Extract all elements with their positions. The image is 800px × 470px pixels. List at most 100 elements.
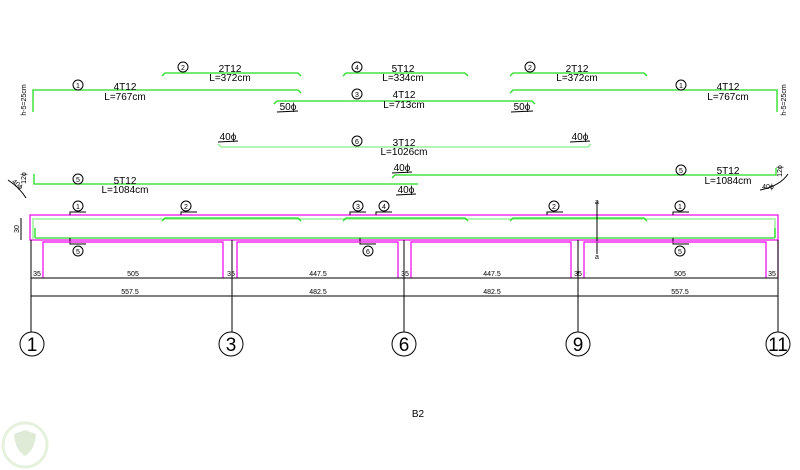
path-mark [69,238,689,245]
label-bars-b5-right-qty: 5T12 [717,166,740,177]
circle-mark [351,135,363,147]
circle-mark [524,61,536,73]
path-mark [14,430,36,456]
path-mark [759,173,789,191]
circle-mark [765,331,791,357]
polyline-mark [391,168,777,179]
label-bars-b6-length: L=1026cm [381,147,428,158]
label-bars-lap: 40ϕ [394,163,411,174]
path-mark [276,110,299,113]
label-axes-0: 1 [27,335,38,356]
label-bars-b1-right-length: L=767cm [707,92,748,103]
polyline-mark [273,100,536,105]
label-bars-b4-qty: 5T12 [392,64,415,75]
label-bars-b2-right-length: L=372cm [556,73,597,84]
label-bars-b1-left-mark: 1 [76,83,80,90]
label-dimensions-clear-4: 35 [401,271,409,278]
bar-5-right: 5 5T12 L=1084cm 12ϕ 40ϕ 40ϕ [391,163,789,191]
bar-6: 6 3T12 L=1026cm 40ϕ 40ϕ [217,132,592,158]
polyline-mark [161,217,302,222]
label-axes-4: 11 [768,335,788,356]
circle-mark [72,245,84,257]
label-bars-b5-right-length: L=1084cm [705,176,752,187]
label-dimensions-clear-3: 447.5 [309,271,327,278]
polyline-mark [32,89,302,112]
label-bars-b1-right-mark: 1 [679,83,683,90]
polyline-mark [509,72,648,77]
circle-mark [674,200,686,212]
polyline-mark [342,72,469,77]
circle-mark [565,331,591,357]
circle-mark [362,245,374,257]
circle-mark [548,200,560,212]
label-bars-b5-left-hook: 12ϕ [21,172,28,184]
label-bars-b3-length: L=713cm [383,100,424,111]
label-beam-bottom-marks-2: 5 [678,249,682,256]
circle-mark [72,173,84,185]
circle-mark [72,79,84,91]
label-bars-b6-anchor: 40ϕ [572,132,589,143]
label-bars-b4-length: L=334cm [382,73,423,84]
circle-mark [1,421,49,469]
label-dimensions-clear-0: 35 [33,271,41,278]
circle-mark [391,331,417,357]
path-mark [7,179,27,199]
label-beam-bottom-marks-0: 5 [76,249,80,256]
label-bars-b1-right-qty: 4T12 [717,82,740,93]
label-bars-b5-right-hook: 12ϕ [777,165,784,177]
bar-1-left: 1 4T12 L=767cm h-5=25cm [21,79,302,116]
label-dimensions-axis-1: 482.5 [309,289,327,296]
label-bars-b2-right-mark: 2 [528,65,532,72]
label-beam-top-marks-4: 2 [552,204,556,211]
drawing-title: B2 [412,409,425,420]
label-bars-b3-mark: 3 [355,92,359,99]
label-dimensions-axis-2: 482.5 [483,289,501,296]
label-axes-2: 6 [399,335,410,356]
label-bars-b1-left-length: L=767cm [104,92,145,103]
label-beam-section-mark: a [595,199,599,206]
beam-bottom-callouts: 5 6 5 [69,238,689,257]
bar-2-right: 2 2T12 L=372cm [509,61,648,84]
bar-2-left: 2 2T12 L=372cm [161,61,302,84]
circle-mark [675,164,687,176]
bar-5-left: 5 5T12 L=1084cm 12ϕ 40ϕ 40ϕ [7,172,418,199]
watermark-logo-icon [1,421,49,469]
label-bars-b5-right-bend: 40ϕ [762,184,774,191]
polyline-mark [161,72,302,77]
label-bars-b1-left-qty: 4T12 [114,82,137,93]
beam-top-callouts: 1 2 3 4 2 1 [69,200,689,215]
label-dimensions-clear-6: 35 [574,271,582,278]
label-beam-bottom-marks-1: 6 [366,249,370,256]
path-mark [42,241,767,278]
label-beam-top-marks-5: 1 [678,204,682,211]
circle-mark [180,200,192,212]
grid-axes: 1 3 6 9 11 [19,331,791,357]
label-beam-section-mark: a [595,254,599,261]
label-bars-b2-left-qty: 2T12 [219,64,242,75]
label-dimensions-clear-8: 35 [768,271,776,278]
circle-mark [674,245,686,257]
label-beam-top-marks-0: 1 [76,204,80,211]
label-bars-b6-qty: 3T12 [393,138,416,149]
circle-mark [218,331,244,357]
circle-mark [351,61,363,73]
label-bars-b5-left-mark: 5 [76,177,80,184]
label-axes-1: 3 [226,335,237,356]
polyline-mark [342,217,469,222]
bar-1-right: 1 4T12 L=767cm h-5=25cm [509,79,788,116]
label-bars-b2-left-length: L=372cm [209,73,250,84]
g-mark: 35 505 35 447.5 35 447.5 35 505 35 557.5… [33,271,776,296]
label-bars-b2-right-qty: 2T12 [566,64,589,75]
label-bars-b6-mark: 6 [355,139,359,146]
dimensions: 35 505 35 447.5 35 447.5 35 505 35 557.5… [30,240,779,332]
label-bars-b5-left-length: L=1084cm [102,185,149,196]
label-bars-b5-right-mark: 5 [679,168,683,175]
label-beam-top-marks-3: 4 [382,204,386,211]
circle-mark [19,331,45,357]
label-beam-top-marks-1: 2 [184,204,188,211]
label-dimensions-axis-3: 557.5 [671,289,689,296]
path-mark [69,211,689,215]
label-dimensions-clear-1: 505 [127,271,139,278]
label-bars-lap: 40ϕ [398,185,415,196]
